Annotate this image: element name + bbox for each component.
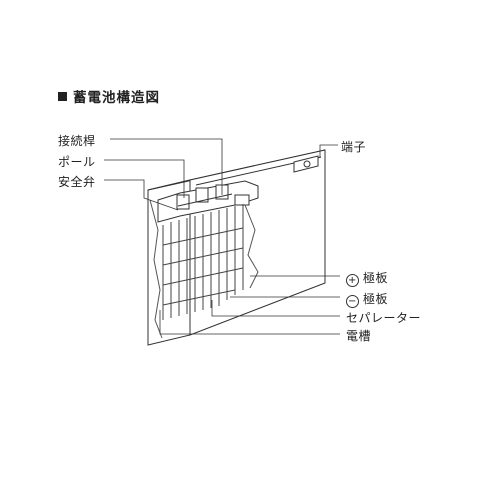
leader-case bbox=[159, 310, 340, 335]
safety-valve bbox=[234, 194, 250, 206]
title-text: 蓄電池構造図 bbox=[73, 90, 160, 106]
negative-plate-text: 極板 bbox=[363, 292, 389, 306]
label-safety-valve: 安全弁 bbox=[58, 175, 96, 189]
label-separator: セパレーター bbox=[346, 311, 422, 325]
leader-pole bbox=[104, 159, 185, 198]
leader-sep bbox=[211, 300, 340, 317]
leader-lines bbox=[104, 138, 340, 335]
label-terminal: 端子 bbox=[341, 140, 367, 154]
label-negative-plate: −極板 bbox=[346, 290, 388, 308]
terminal-post bbox=[303, 160, 311, 168]
positive-plate-text: 極板 bbox=[363, 271, 389, 285]
label-pole: ポール bbox=[58, 155, 96, 169]
diagram-title: 蓄電池構造図 bbox=[58, 86, 160, 106]
plate-stack bbox=[162, 204, 244, 320]
leader-terminal bbox=[319, 144, 338, 158]
cutaway-edge bbox=[149, 199, 163, 339]
cutaway-edge-right bbox=[244, 204, 259, 289]
title-bullet bbox=[58, 91, 67, 101]
leader-valve bbox=[104, 179, 179, 211]
label-case: 電槽 bbox=[346, 329, 372, 343]
connector-bar bbox=[177, 193, 233, 207]
battery-side-face bbox=[189, 149, 326, 336]
pole-mid bbox=[195, 187, 209, 203]
leader-connector bbox=[110, 138, 223, 195]
terminal-block bbox=[293, 155, 319, 173]
plus-circle-icon: + bbox=[346, 274, 359, 287]
minus-circle-icon: − bbox=[346, 295, 359, 308]
label-positive-plate: + 極板 bbox=[346, 269, 388, 287]
label-connector: 接続桿 bbox=[58, 134, 96, 148]
pole-left bbox=[176, 194, 190, 210]
